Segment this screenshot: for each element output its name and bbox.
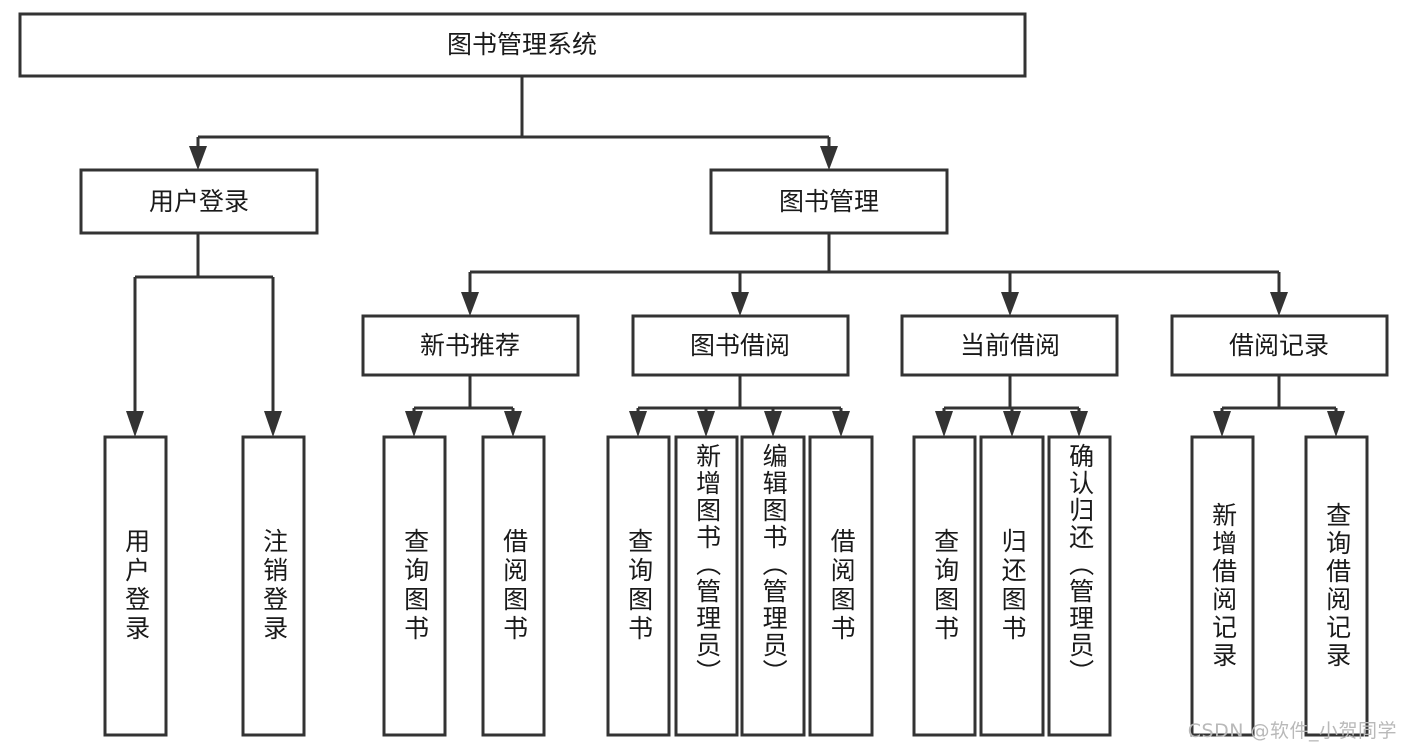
node-user-login-box[interactable] xyxy=(79,168,319,235)
leaf-borrow-record-query-box[interactable] xyxy=(1304,435,1369,737)
leaf-book-borrow-borrow-label: 借阅图书 xyxy=(827,528,857,644)
connector-layer xyxy=(126,76,1345,437)
node-current-borrow-label: 当前借阅 xyxy=(960,331,1060,360)
leaf-user-login-logout-label: 注销登录 xyxy=(259,528,289,644)
leaf-new-book-query[interactable]: 查询图书 xyxy=(382,435,447,737)
leaf-user-login-login-box[interactable] xyxy=(103,435,168,737)
arrowhead-cb-leaf2 xyxy=(1003,411,1021,437)
node-book-management-label: 图书管理 xyxy=(779,187,879,216)
leaf-current-borrow-confirm-box[interactable] xyxy=(1047,435,1112,737)
arrowhead-current-borrow xyxy=(1001,292,1019,316)
node-new-book-recommend-box[interactable] xyxy=(361,314,580,377)
arrowhead-br-leaf1 xyxy=(1213,411,1231,437)
leaf-book-borrow-query[interactable]: 查询图书 xyxy=(606,435,671,737)
leaf-borrow-record-add-label: 新增借阅记录 xyxy=(1208,502,1238,670)
arrowhead-br-leaf2 xyxy=(1327,411,1345,437)
leaf-current-borrow-confirm-label: 确认归还（管理员） xyxy=(1065,443,1095,686)
arrowhead-bb-leaf3 xyxy=(764,411,782,437)
leaf-book-borrow-edit-box[interactable] xyxy=(740,435,806,737)
leaf-user-login-logout-box[interactable] xyxy=(241,435,306,737)
node-user-login[interactable]: 用户登录 xyxy=(79,168,319,235)
node-new-book-recommend[interactable]: 新书推荐 xyxy=(361,314,580,377)
node-new-book-recommend-label: 新书推荐 xyxy=(420,331,520,360)
leaf-user-login-login[interactable]: 用户登录 xyxy=(103,435,168,737)
leaf-borrow-record-add-box[interactable] xyxy=(1190,435,1255,737)
leaf-book-borrow-add[interactable]: 新增图书（管理员） xyxy=(674,435,739,737)
node-borrow-record[interactable]: 借阅记录 xyxy=(1170,314,1389,377)
leaf-book-borrow-borrow[interactable]: 借阅图书 xyxy=(808,435,874,737)
arrowhead-book-borrow xyxy=(731,292,749,316)
node-book-borrow-label: 图书借阅 xyxy=(690,331,790,360)
leaf-current-borrow-return-box[interactable] xyxy=(979,435,1045,737)
arrowhead-bb-leaf1 xyxy=(629,411,647,437)
leaf-borrow-record-add[interactable]: 新增借阅记录 xyxy=(1190,435,1255,737)
leaf-book-borrow-borrow-box[interactable] xyxy=(808,435,874,737)
leaf-book-borrow-query-box[interactable] xyxy=(606,435,671,737)
leaf-new-book-query-label: 查询图书 xyxy=(400,528,430,644)
arrowhead-cb-leaf3 xyxy=(1070,411,1088,437)
leaf-book-borrow-add-box[interactable] xyxy=(674,435,739,737)
node-book-management-box[interactable] xyxy=(709,168,949,235)
node-root-system[interactable]: 图书管理系统 xyxy=(18,12,1027,78)
leaf-current-borrow-query-box[interactable] xyxy=(912,435,977,737)
arrowhead-new-book xyxy=(461,292,479,316)
leaf-book-borrow-add-label: 新增图书（管理员） xyxy=(692,443,722,686)
leaf-book-borrow-edit-label: 编辑图书（管理员） xyxy=(759,443,789,686)
leaf-user-login-login-label: 用户登录 xyxy=(121,528,151,644)
leaf-new-book-query-box[interactable] xyxy=(382,435,447,737)
leaf-new-book-borrow-label: 借阅图书 xyxy=(499,528,529,644)
leaf-book-borrow-query-label: 查询图书 xyxy=(624,528,654,644)
leaf-current-borrow-confirm[interactable]: 确认归还（管理员） xyxy=(1047,435,1112,737)
node-root-system-label: 图书管理系统 xyxy=(447,30,597,59)
arrowhead-cb-leaf1 xyxy=(935,411,953,437)
node-borrow-record-label: 借阅记录 xyxy=(1229,331,1329,360)
node-current-borrow[interactable]: 当前借阅 xyxy=(900,314,1119,377)
arrowhead-bb-leaf4 xyxy=(832,411,850,437)
arrowhead-borrow-record xyxy=(1270,292,1288,316)
node-current-borrow-box[interactable] xyxy=(900,314,1119,377)
arrowhead-leaf-logout xyxy=(264,411,282,437)
leaf-book-borrow-edit[interactable]: 编辑图书（管理员） xyxy=(740,435,806,737)
arrowhead-nb-leaf1 xyxy=(405,411,423,437)
node-user-login-label: 用户登录 xyxy=(149,187,249,216)
leaf-new-book-borrow-box[interactable] xyxy=(481,435,546,737)
leaf-borrow-record-query[interactable]: 查询借阅记录 xyxy=(1304,435,1369,737)
arrowhead-leaf-user-login xyxy=(126,411,144,437)
leaf-borrow-record-query-label: 查询借阅记录 xyxy=(1322,502,1352,670)
leaf-new-book-borrow[interactable]: 借阅图书 xyxy=(481,435,546,737)
arrowhead-bb-leaf2 xyxy=(697,411,715,437)
node-borrow-record-box[interactable] xyxy=(1170,314,1389,377)
leaf-current-borrow-return[interactable]: 归还图书 xyxy=(979,435,1045,737)
node-book-borrow[interactable]: 图书借阅 xyxy=(631,314,850,377)
node-book-borrow-box[interactable] xyxy=(631,314,850,377)
arrowhead-user-login xyxy=(189,146,207,170)
leaf-user-login-logout[interactable]: 注销登录 xyxy=(241,435,306,737)
node-book-management[interactable]: 图书管理 xyxy=(709,168,949,235)
leaf-current-borrow-query-label: 查询图书 xyxy=(930,528,960,644)
node-root-system-box[interactable] xyxy=(18,12,1027,78)
arrowhead-book-mgmt xyxy=(820,146,838,170)
leaf-current-borrow-query[interactable]: 查询图书 xyxy=(912,435,977,737)
arrowhead-nb-leaf2 xyxy=(504,411,522,437)
leaf-current-borrow-return-label: 归还图书 xyxy=(998,528,1028,644)
